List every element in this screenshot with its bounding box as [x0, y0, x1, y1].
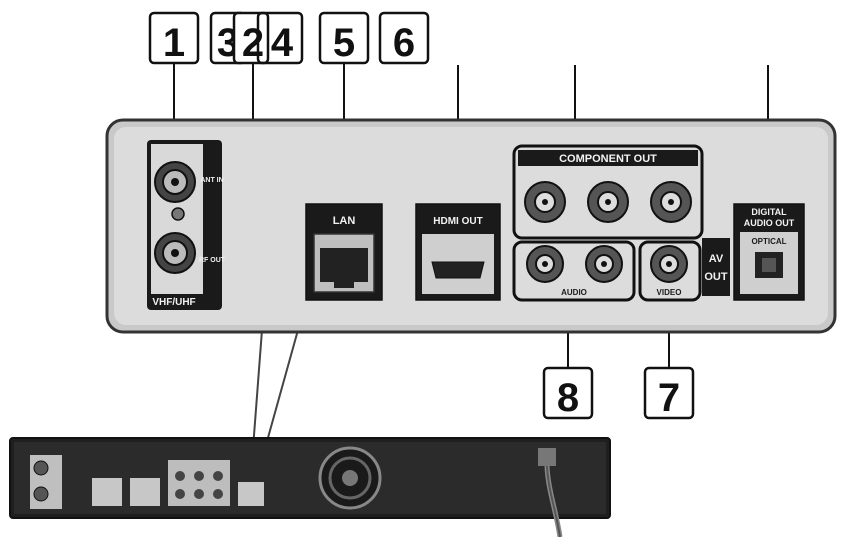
lan-port: LAN — [305, 203, 383, 301]
vhf-uhf-label: VHF/UHF — [152, 297, 195, 308]
antenna-section: ANT IN RF OUT VHF/UHF — [147, 140, 226, 310]
audio-label: AUDIO — [561, 288, 587, 297]
hdmi-out-label: HDMI OUT — [433, 216, 482, 227]
svg-text:1: 1 — [163, 21, 185, 65]
video-out-group: VIDEO — [638, 240, 702, 302]
hdmi-port: HDMI OUT — [415, 203, 501, 301]
svg-text:2: 2 — [242, 21, 264, 65]
svg-text:5: 5 — [333, 21, 355, 65]
component-out-group: COMPONENT OUT — [512, 144, 704, 240]
callout-4: 4 — [256, 11, 304, 65]
ant-link-connector — [171, 207, 185, 221]
callout-6: 6 — [378, 11, 430, 65]
component-out-label: COMPONENT OUT — [559, 153, 657, 165]
svg-text:4: 4 — [271, 21, 294, 65]
digital-label: DIGITAL — [751, 207, 787, 217]
component-jack — [587, 181, 629, 223]
component-jack — [650, 181, 692, 223]
callout-8: 8 — [542, 366, 594, 420]
component-jack — [524, 181, 566, 223]
optical-label: OPTICAL — [751, 237, 786, 246]
audio-jack-right — [585, 245, 623, 283]
callout-5: 5 — [318, 11, 370, 65]
video-label: VIDEO — [657, 288, 682, 297]
device-rear-view — [9, 437, 611, 519]
svg-text:7: 7 — [658, 376, 680, 420]
ant-in-connector — [154, 161, 196, 203]
audio-out-label: AUDIO OUT — [744, 218, 795, 228]
av-out-tag: AV OUT — [702, 238, 730, 296]
svg-text:8: 8 — [557, 376, 579, 420]
callout-7: 7 — [643, 366, 695, 420]
callout-2: 2 — [232, 11, 270, 65]
lan-label: LAN — [333, 215, 356, 227]
callout-1: 1 — [148, 11, 200, 65]
optical-out: DIGITAL AUDIO OUT OPTICAL — [733, 203, 805, 301]
video-jack — [650, 245, 688, 283]
rf-out-connector — [154, 232, 196, 274]
svg-text:OUT: OUT — [704, 271, 728, 283]
audio-out-group: AUDIO — [512, 240, 636, 302]
audio-jack-left — [526, 245, 564, 283]
svg-text:6: 6 — [393, 21, 415, 65]
ant-in-label: ANT IN — [200, 177, 223, 184]
power-cord — [544, 465, 563, 537]
svg-text:AV: AV — [709, 253, 724, 265]
fan-vent — [318, 446, 382, 510]
rf-out-label: RF OUT — [199, 257, 226, 264]
